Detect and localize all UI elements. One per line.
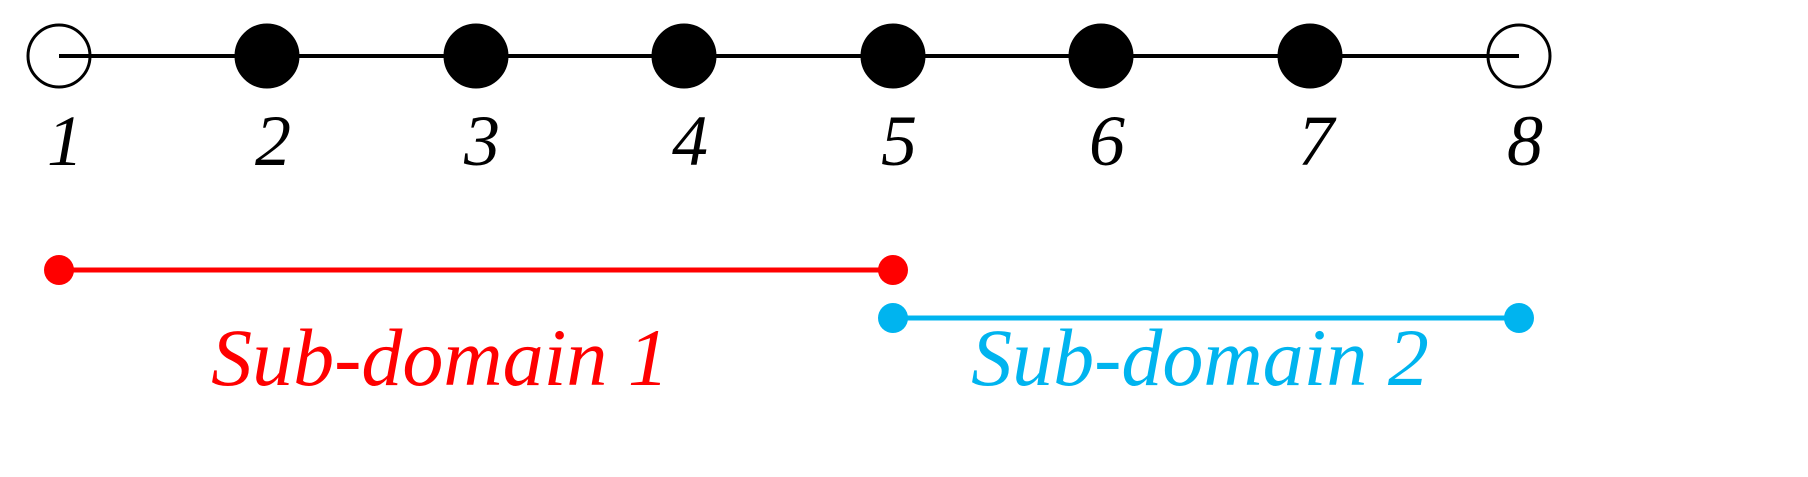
grid-node-label-8: 8 — [1507, 101, 1543, 181]
grid-node-label-3: 3 — [463, 101, 500, 181]
grid-node-label-4: 4 — [672, 101, 708, 181]
grid-node-label-2: 2 — [255, 101, 291, 181]
subdomain-2-label: Sub-domain 2 — [971, 312, 1429, 403]
grid-node-label-1: 1 — [47, 101, 83, 181]
subdomain-1-end-dot — [878, 255, 908, 285]
subdomain-2-start-dot — [878, 303, 908, 333]
subdomain-1-start-dot — [44, 255, 74, 285]
grid-node-label-5: 5 — [881, 101, 917, 181]
subdomains-group: Sub-domain 1 Sub-domain 2 — [44, 255, 1534, 403]
subdomain-2-end-dot — [1504, 303, 1534, 333]
grid-node-label-7: 7 — [1298, 101, 1337, 181]
grid-node-label-6: 6 — [1089, 101, 1125, 181]
subdomain-1-label: Sub-domain 1 — [211, 312, 669, 403]
node-labels-group: 1 2 3 4 5 6 7 8 — [47, 101, 1543, 181]
